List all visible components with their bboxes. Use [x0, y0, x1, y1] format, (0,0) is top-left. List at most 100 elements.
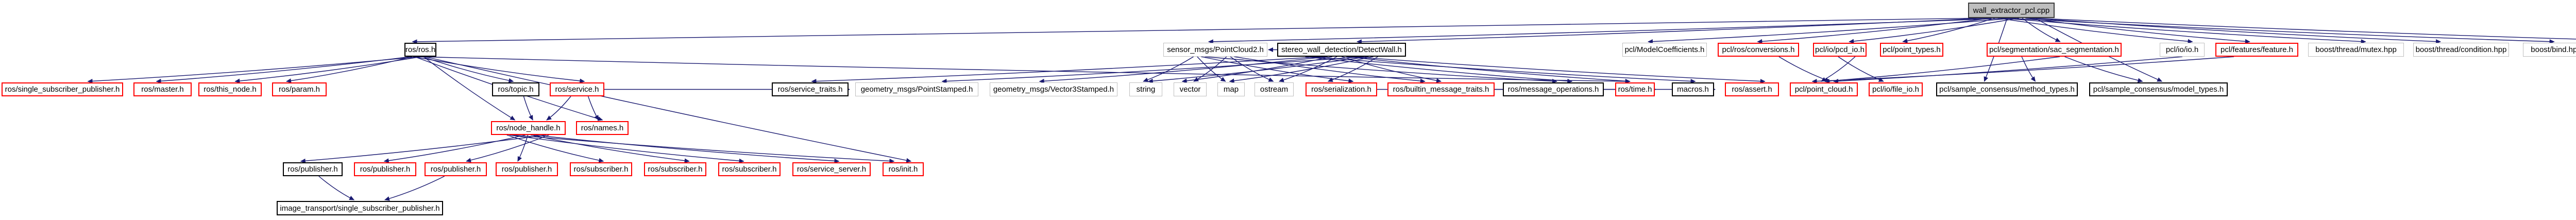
graph-node-serviceserver[interactable]: ros/service_server.h — [792, 162, 871, 176]
include-edge-detectwall-vector — [1181, 56, 1333, 83]
graph-node-param[interactable]: ros/param.h — [272, 82, 327, 96]
graph-node-string: string — [1129, 82, 1162, 96]
graph-node-modelcoef: pcl/ModelCoefficients.h — [1622, 43, 1707, 57]
graph-node-fileio[interactable]: pcl/io/file_io.h — [1869, 82, 1923, 96]
graph-node-sacseg[interactable]: pcl/segmentation/sac_segmentation.h — [1987, 43, 2122, 57]
graph-node-serialization[interactable]: ros/serialization.h — [1306, 82, 1377, 96]
graph-node-assert[interactable]: ros/assert.h — [1725, 82, 1779, 96]
graph-node-names[interactable]: ros/names.h — [576, 121, 629, 135]
graph-node-ioio: pcl/io/io.h — [2160, 43, 2205, 57]
include-edge-root-bind — [2004, 18, 2555, 44]
graph-node-sub1[interactable]: ros/subscriber.h — [570, 162, 632, 176]
include-edge-detectwall-serialization — [1327, 56, 1378, 82]
graph-node-thisnode[interactable]: ros/this_node.h — [198, 82, 262, 96]
include-edge-ros_h-nodehandle — [423, 56, 516, 121]
graph-node-mutex: boost/thread/mutex.hpp — [2308, 43, 2404, 57]
graph-node-vec3stamped: geometry_msgs/Vector3Stamped.h — [990, 82, 1117, 96]
graph-node-init[interactable]: ros/init.h — [883, 162, 924, 176]
graph-node-pc2: sensor_msgs/PointCloud2.h — [1163, 43, 1267, 57]
graph-node-sub3[interactable]: ros/subscriber.h — [718, 162, 781, 176]
include-edge-detectwall-time — [1346, 56, 1631, 83]
graph-node-ostream: ostream — [1255, 82, 1294, 96]
include-edge-root-pcdio — [1849, 18, 2020, 44]
graph-node-master[interactable]: ros/master.h — [133, 82, 192, 96]
include-edge-nodehandle-sub3 — [509, 134, 744, 163]
include-edge-ros_h-thisnode — [234, 56, 421, 83]
graph-node-pcdio[interactable]: pcl/io/pcd_io.h — [1813, 43, 1867, 57]
include-edge-ros_h-ssp — [87, 56, 420, 83]
graph-node-pub2[interactable]: ros/publisher.h — [354, 162, 416, 176]
include-edge-root-ioio — [1997, 18, 2193, 44]
graph-node-nodehandle[interactable]: ros/node_handle.h — [491, 121, 566, 135]
include-edge-root-ros_h — [412, 18, 1986, 44]
include-edge-pc2-serialization — [1200, 56, 1354, 83]
include-edge-ros_h-service — [413, 56, 585, 83]
include-edge-ros_h-param — [286, 56, 413, 83]
include-edge-root-conversions — [1757, 18, 1992, 44]
include-edge-ros_h-master — [156, 56, 411, 83]
include-edge-service-names — [587, 96, 599, 121]
include-edge-detectwall-assert — [1350, 56, 1766, 84]
include-edge-sacseg-methodtypes — [2021, 56, 2036, 82]
graph-node-ros_h[interactable]: ros/ros.h — [404, 43, 436, 57]
include-edge-detectwall-servicetraits — [811, 56, 1324, 84]
graph-node-builtin[interactable]: ros/builtin_message_traits.h — [1387, 82, 1495, 96]
include-edge-pub3-imagetransport — [384, 176, 445, 201]
include-edge-sacseg-pointcloud — [1824, 56, 2060, 83]
graph-node-ssp[interactable]: ros/single_subscriber_publisher.h — [2, 82, 123, 96]
graph-node-imagetransport[interactable]: image_transport/single_subscriber_publis… — [277, 201, 443, 215]
include-edge-nodehandle-sub1 — [506, 134, 604, 163]
include-edge-nodehandle-sub2 — [530, 134, 690, 163]
graph-node-detectwall[interactable]: stereo_wall_detection/DetectWall.h — [1277, 43, 1406, 57]
graph-node-topic[interactable]: ros/topic.h — [492, 82, 539, 96]
graph-node-pub4[interactable]: ros/publisher.h — [496, 162, 558, 176]
include-edge-root-marker — [2031, 18, 2576, 40]
include-edge-root-mutex — [2001, 18, 2366, 44]
include-edge-conversions-pointcloud — [1778, 56, 1831, 82]
include-edge-pc2-msgops — [1205, 56, 1557, 84]
graph-node-pub3[interactable]: ros/publisher.h — [425, 162, 487, 176]
graph-node-pointtypes[interactable]: pcl/point_types.h — [1880, 43, 1943, 57]
include-edge-root-detectwall — [1357, 18, 1989, 44]
graph-node-conversions[interactable]: pcl/ros/conversions.h — [1718, 43, 1799, 57]
include-edge-pc2-builtin — [1234, 56, 1426, 83]
graph-node-servicetraits[interactable]: ros/service_traits.h — [772, 82, 849, 96]
graph-node-modeltypes[interactable]: pcl/sample_consensus/model_types.h — [2089, 82, 2228, 96]
graph-node-service[interactable]: ros/service.h — [550, 82, 604, 96]
graph-node-macros[interactable]: macros.h — [1672, 82, 1714, 96]
graph-node-msgops[interactable]: ros/message_operations.h — [1503, 82, 1604, 96]
graph-node-methodtypes[interactable]: pcl/sample_consensus/method_types.h — [1936, 82, 2078, 96]
include-edge-topic-nodehandle — [523, 96, 533, 121]
graph-node-pointcloud[interactable]: pcl/point_cloud.h — [1790, 82, 1858, 96]
include-edge-nodehandle-serviceserver — [533, 134, 840, 163]
include-edge-nodehandle-init — [512, 134, 895, 164]
graph-root-node: wall_extractor_pcl.cpp — [1968, 3, 2055, 18]
include-edge-pc2-string — [1143, 56, 1194, 82]
graph-node-bind: boost/bind.hpp — [2523, 43, 2576, 57]
graph-node-pointstamped: geometry_msgs/PointStamped.h — [855, 82, 978, 96]
graph-node-time[interactable]: ros/time.h — [1615, 82, 1655, 96]
include-edge-detectwall-macros — [1310, 56, 1696, 84]
include-edge-root-pointtypes — [1902, 18, 1995, 43]
include-edge-root-condition — [2028, 18, 2442, 44]
graph-node-vector: vector — [1174, 82, 1207, 96]
graph-node-sub2[interactable]: ros/subscriber.h — [644, 162, 706, 176]
graph-node-map: map — [1217, 82, 1245, 96]
graph-node-pub1[interactable]: ros/publisher.h — [283, 162, 343, 176]
include-edge-detectwall-vec3stamped — [1039, 56, 1328, 83]
graph-node-feature[interactable]: pcl/features/feature.h — [2215, 43, 2298, 57]
include-edge-detectwall-msgops — [1305, 56, 1573, 83]
include-edge-pub1-imagetransport — [318, 176, 355, 200]
include-edge-pc2-map — [1197, 56, 1226, 82]
graph-node-condition: boost/thread/condition.hpp — [2413, 43, 2509, 57]
include-edge-nodehandle-pub1 — [300, 134, 547, 163]
include-edge-pcdio-pointcloud — [1820, 56, 1856, 82]
include-edge-sacseg-modeltypes — [2064, 56, 2143, 83]
include-edge-ioio-pointcloud — [1833, 56, 2183, 84]
include-edge-detectwall-ostream — [1278, 56, 1337, 82]
include-edge-ros_h-time — [415, 56, 1631, 84]
include-edge-nodehandle-pub2 — [383, 134, 526, 163]
include-edge-detectwall-pointstamped — [941, 56, 1364, 84]
include-edge-feature-pointcloud — [1811, 56, 2234, 84]
